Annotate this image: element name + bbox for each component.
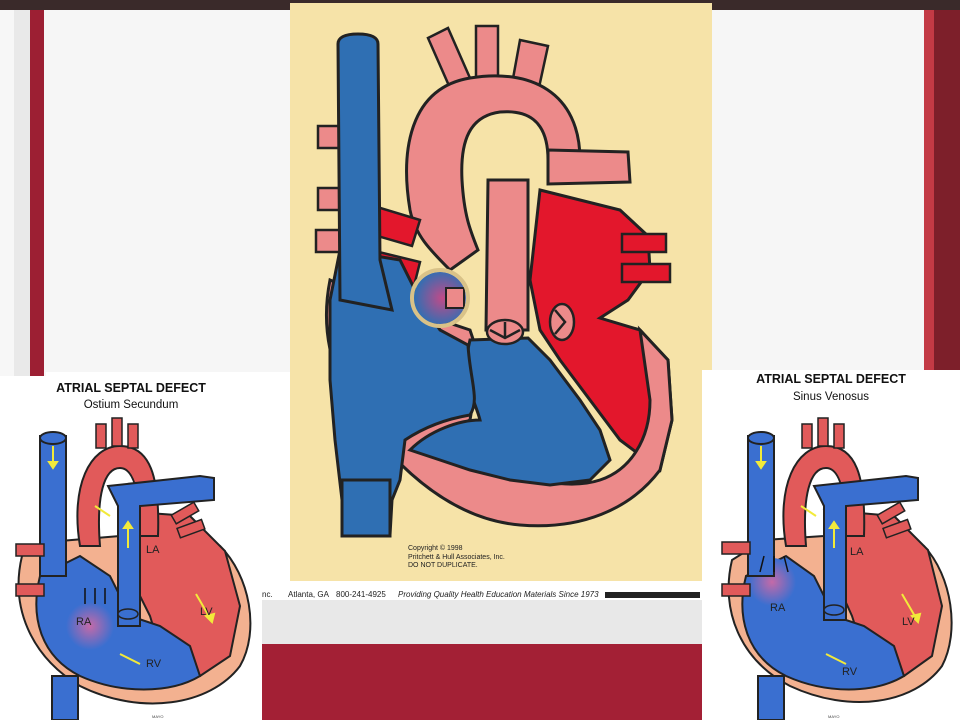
copyright-line: Pritchett & Hull Associates, Inc.	[408, 553, 505, 561]
bottom-frame	[262, 644, 702, 720]
footer-rule	[605, 592, 700, 598]
inset-title: ATRIAL SEPTAL DEFECT	[56, 381, 206, 395]
inset-mark: MAYO	[828, 714, 840, 719]
label-ra: RA	[770, 602, 786, 614]
inset-subtitle: Ostium Secundum	[83, 399, 179, 411]
inset-ostium-secundum: ATRIAL SEPTAL DEFECT Ostium Secundum	[0, 376, 262, 720]
flow-arrows	[755, 446, 922, 665]
footer-company: nc.	[262, 590, 273, 599]
label-rv: RV	[842, 666, 858, 678]
sinus-venosus-diagram	[721, 417, 953, 720]
inset-subtitle: Sinus Venosus	[792, 391, 870, 403]
footer-phone: 800-241-4925	[336, 590, 386, 599]
right-frame-edge	[934, 10, 960, 370]
superior-vena-cava	[336, 32, 395, 312]
label-lv: LV	[902, 616, 915, 628]
flow-arrows	[47, 446, 216, 665]
inset-sinus-venosus: ATRIAL SEPTAL DEFECT Sinus Venosus	[702, 370, 960, 720]
copyright-line: DO NOT DUPLICATE.	[408, 562, 478, 569]
aortic-arch	[405, 74, 582, 272]
label-ra: RA	[76, 616, 92, 628]
pulmonary-valve	[485, 318, 525, 346]
label-lv: LV	[200, 606, 213, 618]
label-rv: RV	[146, 658, 162, 670]
mitral-valve	[548, 302, 576, 342]
inset-title: ATRIAL SEPTAL DEFECT	[756, 372, 906, 386]
copyright-block: Copyright © 1998 Pritchett & Hull Associ…	[408, 545, 505, 571]
left-frame-edge	[30, 10, 44, 380]
label-la: LA	[146, 544, 160, 556]
inset-mark: MAYO	[152, 714, 164, 719]
footer-tagline: Providing Quality Health Education Mater…	[398, 590, 599, 599]
pulmonary-trunk	[484, 178, 530, 332]
highlight-ring	[410, 268, 470, 328]
footer-city: Atlanta, GA	[288, 590, 329, 599]
septal-defect-area	[414, 272, 466, 324]
ostium-secundum-diagram	[15, 417, 252, 720]
label-la: LA	[850, 546, 864, 558]
copyright-line: Copyright © 1998	[408, 545, 463, 552]
